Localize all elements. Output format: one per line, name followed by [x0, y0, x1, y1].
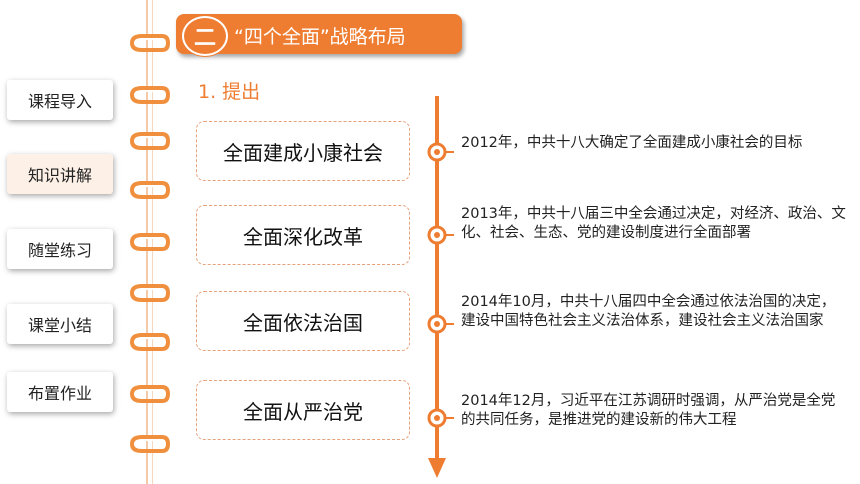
notebook-margin-line-inner	[152, 0, 153, 484]
ring-binder-icon	[129, 435, 170, 453]
timeline-desc-2014-oct: 2014年10月，中共十八届四中全会通过依法治国的决定，建设中国特色社会主义法治…	[461, 294, 836, 329]
ring-binder-icon	[129, 284, 170, 302]
nav-tab-practice[interactable]: 随堂练习	[7, 229, 113, 269]
ring-binder-icon	[129, 233, 170, 251]
nav-tab-summary[interactable]: 课堂小结	[7, 304, 113, 344]
ring-binder-icon	[129, 86, 170, 104]
ring-binder-icon	[129, 385, 170, 403]
timeline-desc-2012: 2012年，中共十八大确定了全面建成小康社会的目标	[461, 135, 803, 151]
timeline-desc-2014-dec: 2014年12月，习近平在江苏调研时强调，从严治党是全党的共同任务，是推进党的建…	[461, 393, 836, 428]
timeline-node-icon	[427, 314, 454, 334]
item-box-reform: 全面深化改革	[196, 205, 410, 265]
ring-binder-icon	[129, 181, 170, 199]
section-title: “四个全面”战略布局	[234, 26, 406, 48]
timeline-arrow	[427, 96, 454, 478]
timeline-node-icon	[427, 142, 454, 162]
ring-binder-icon	[129, 132, 170, 150]
item-box-party-discipline: 全面从严治党	[196, 380, 410, 440]
ring-binder-icon	[129, 333, 170, 351]
nav-tab-knowledge[interactable]: 知识讲解	[7, 154, 113, 194]
notebook-margin-line	[146, 0, 148, 484]
item-box-rule-of-law: 全面依法治国	[196, 291, 410, 351]
ring-binder-icon	[129, 34, 170, 52]
item-box-xiaokang: 全面建成小康社会	[196, 121, 410, 181]
timeline-node-icon	[427, 225, 454, 245]
nav-tab-homework[interactable]: 布置作业	[7, 372, 113, 412]
nav-tab-course-intro[interactable]: 课程导入	[7, 80, 113, 120]
subsection-heading: 1. 提出	[198, 81, 261, 103]
timeline-desc-2013: 2013年，中共十八届三中全会通过决定，对经济、政治、文化、社会、生态、党的建设…	[461, 206, 846, 241]
timeline-node-icon	[427, 408, 454, 428]
section-number-badge: 二	[182, 16, 228, 56]
